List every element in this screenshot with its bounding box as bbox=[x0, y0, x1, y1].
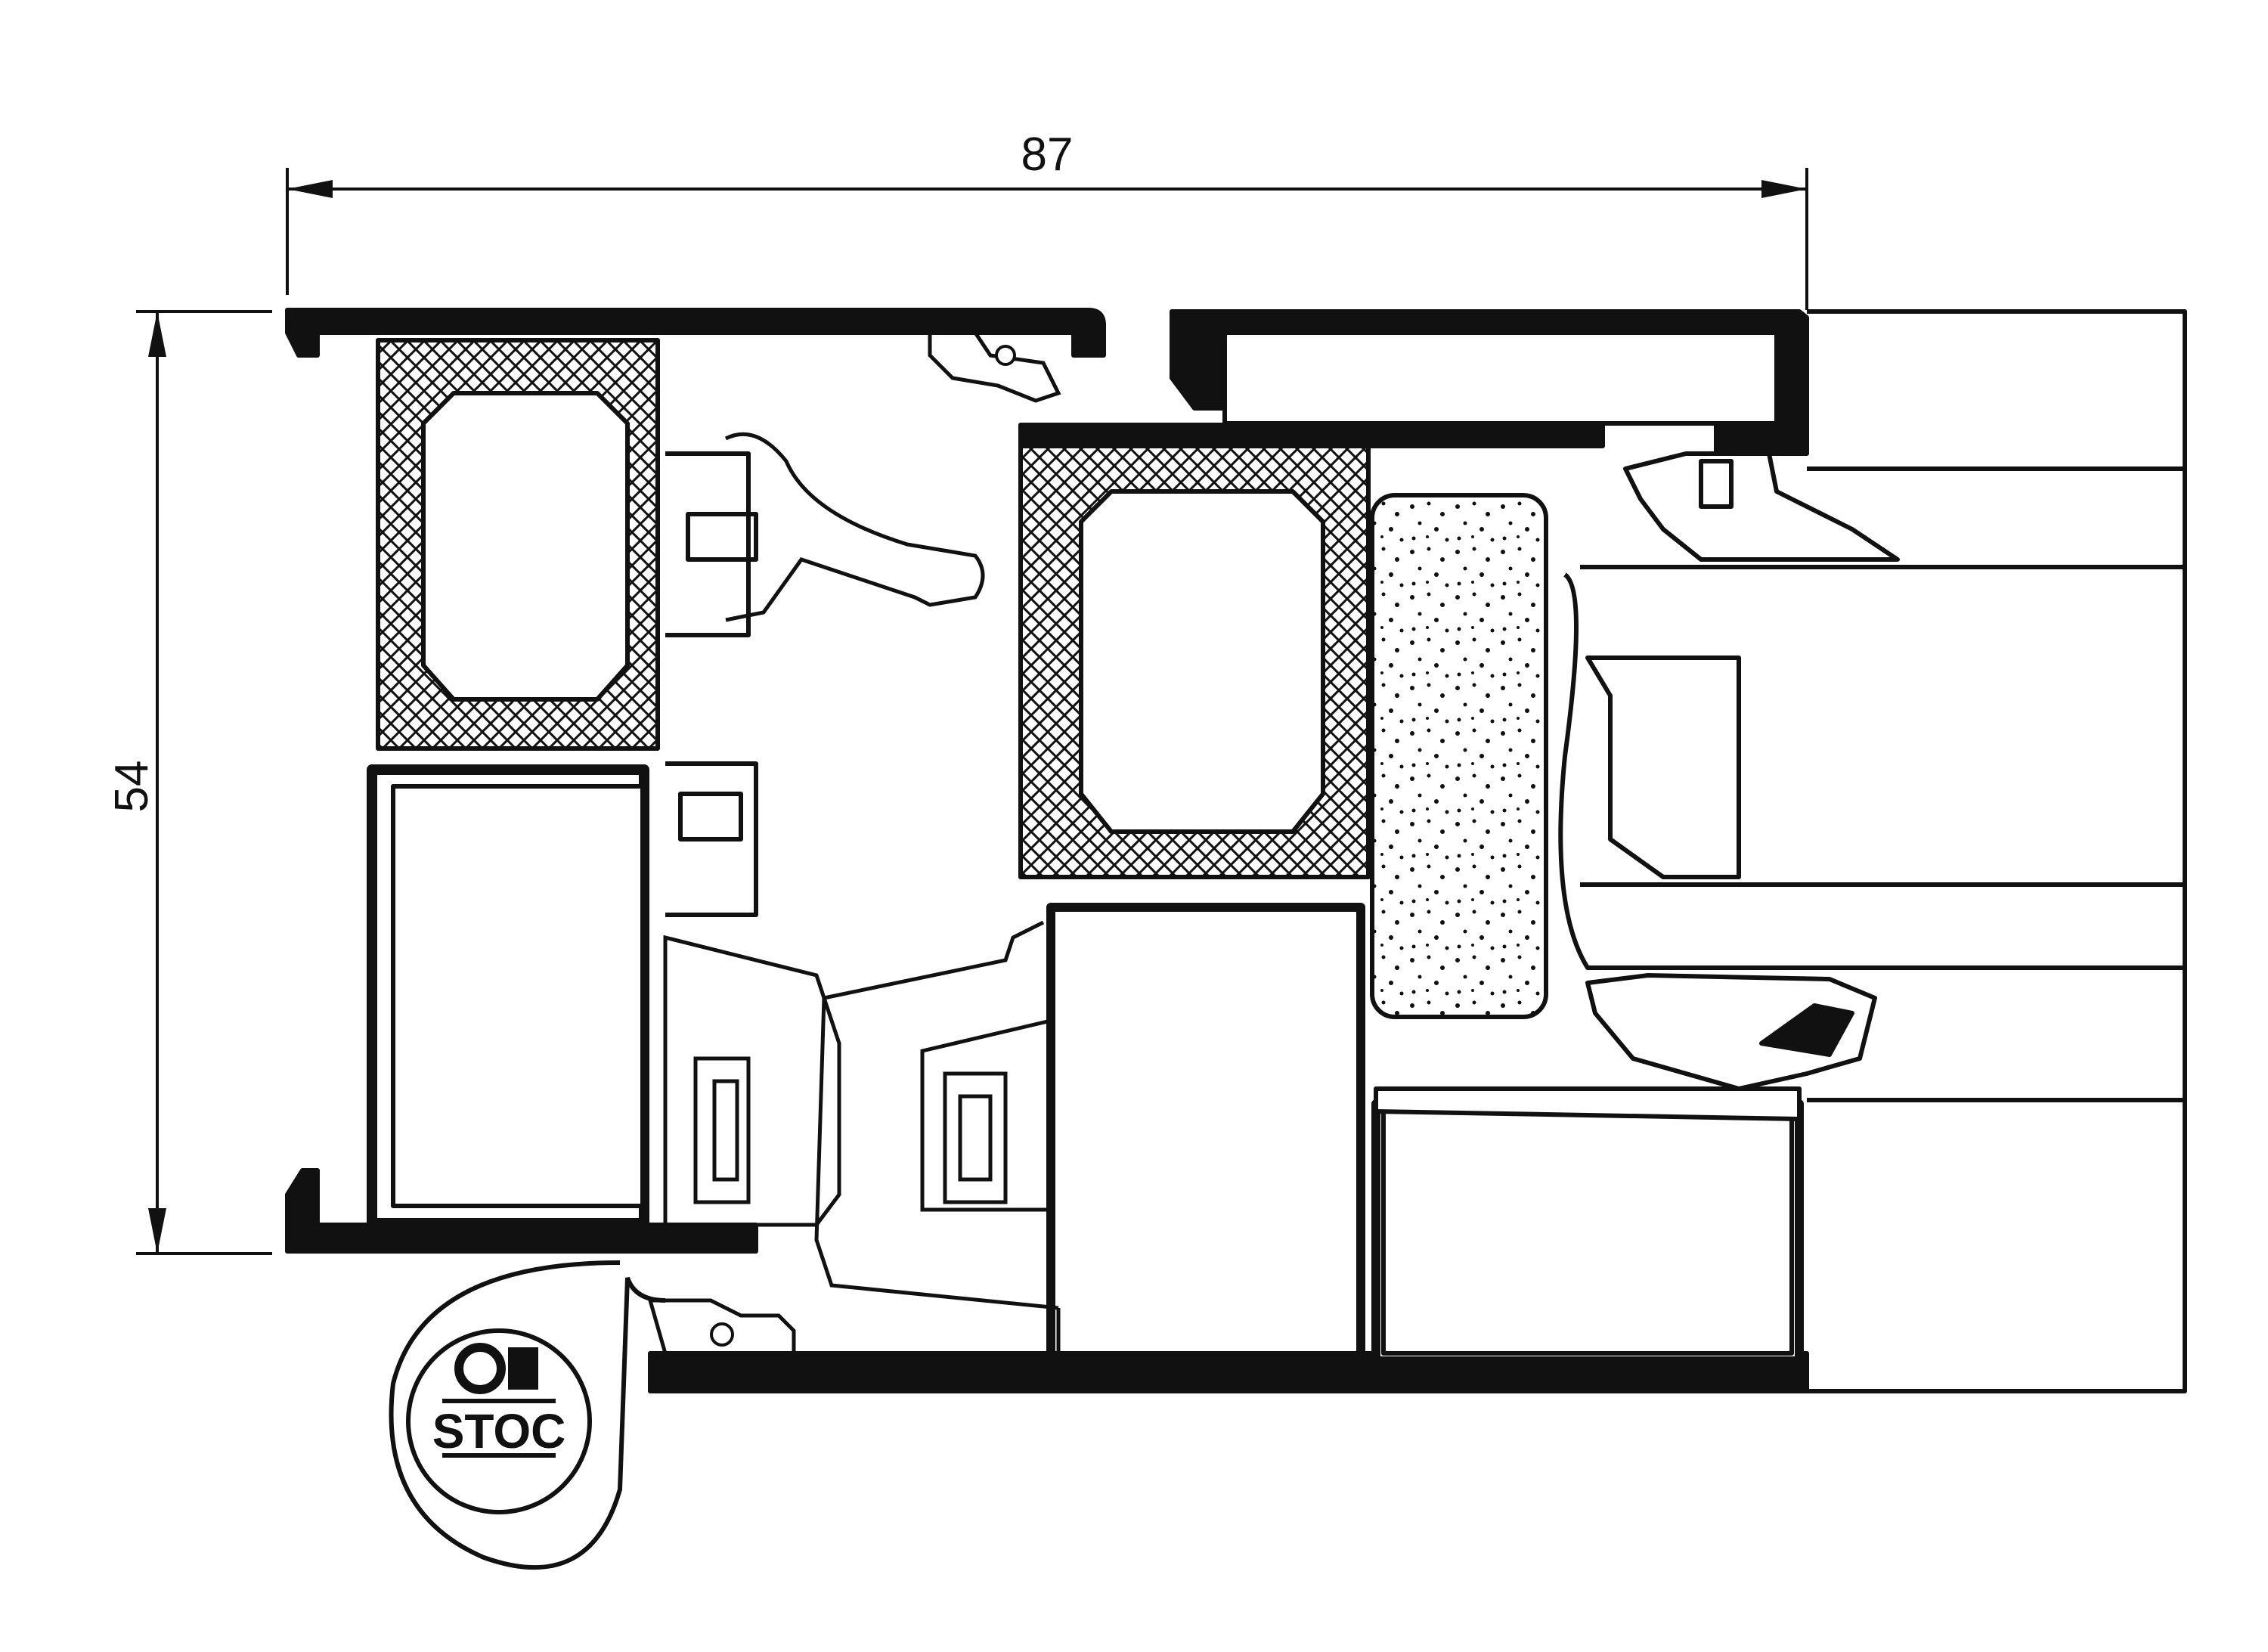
width-dimension-label: 87 bbox=[1021, 129, 1074, 181]
bottom-clip-pin bbox=[710, 1322, 734, 1347]
bottom-clip bbox=[647, 1298, 796, 1356]
sash-profile bbox=[648, 309, 1809, 1393]
foam-filler-block bbox=[1370, 493, 1548, 1019]
glazing-bead bbox=[1374, 309, 2187, 1393]
height-dimension-label: 54 bbox=[106, 761, 158, 813]
top-clip-pin bbox=[995, 345, 1016, 366]
stoc-logo-icon bbox=[454, 1343, 538, 1394]
stoc-logo-text: STOC bbox=[432, 1404, 566, 1458]
outer-frame-profile bbox=[285, 308, 1106, 1254]
height-dimension bbox=[136, 310, 272, 1255]
width-dimension bbox=[286, 168, 1808, 310]
hardware-inserts bbox=[663, 920, 1061, 1353]
sash-hook-gasket bbox=[724, 432, 985, 622]
top-clip bbox=[928, 330, 1061, 403]
stoc-logo: STOC bbox=[389, 1260, 666, 1570]
